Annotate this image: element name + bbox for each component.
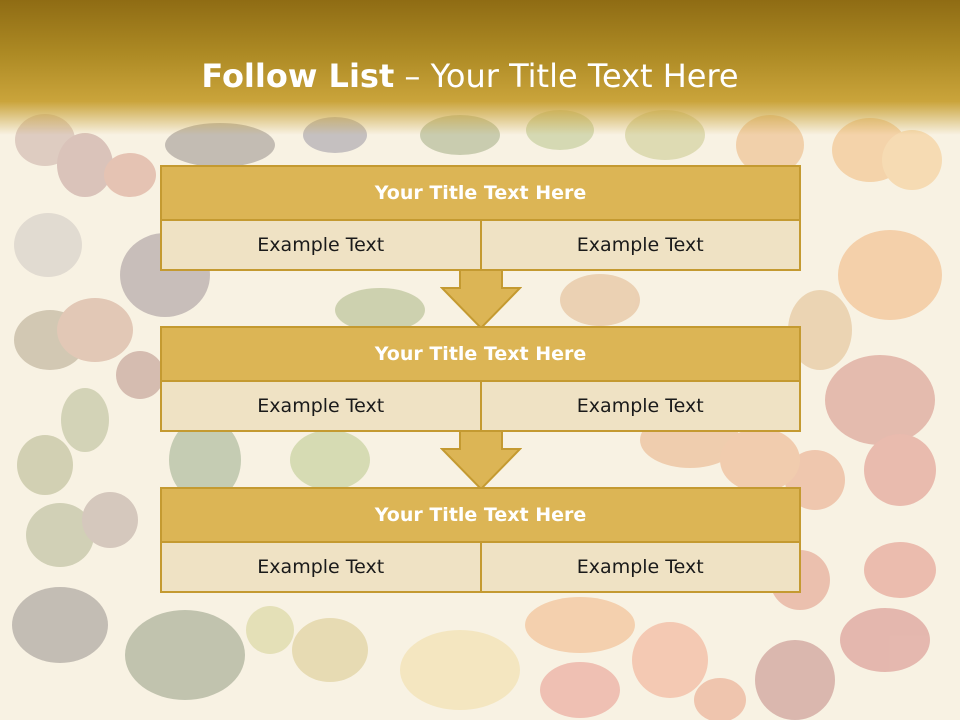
- slide-title-bold: Follow List: [201, 57, 395, 95]
- down-arrow-icon: [440, 429, 522, 491]
- block-cell: Example Text: [481, 382, 801, 432]
- block-title: Your Title Text Here: [160, 487, 801, 543]
- block-cell: Example Text: [481, 543, 801, 593]
- block-title: Your Title Text Here: [160, 165, 801, 221]
- block-row: Example Text Example Text: [160, 543, 801, 593]
- slide-title-rest: – Your Title Text Here: [394, 57, 739, 95]
- block-cell: Example Text: [481, 221, 801, 271]
- block-cell: Example Text: [160, 543, 482, 593]
- block-row: Example Text Example Text: [160, 221, 801, 271]
- list-block-3: Your Title Text Here Example Text Exampl…: [160, 487, 801, 593]
- down-arrow-icon: [440, 268, 522, 330]
- list-block-1: Your Title Text Here Example Text Exampl…: [160, 165, 801, 271]
- block-title: Your Title Text Here: [160, 326, 801, 382]
- slide-title: Follow List – Your Title Text Here: [0, 52, 940, 100]
- block-cell: Example Text: [160, 382, 482, 432]
- block-row: Example Text Example Text: [160, 382, 801, 432]
- list-block-2: Your Title Text Here Example Text Exampl…: [160, 326, 801, 432]
- title-bar: [0, 0, 960, 135]
- block-cell: Example Text: [160, 221, 482, 271]
